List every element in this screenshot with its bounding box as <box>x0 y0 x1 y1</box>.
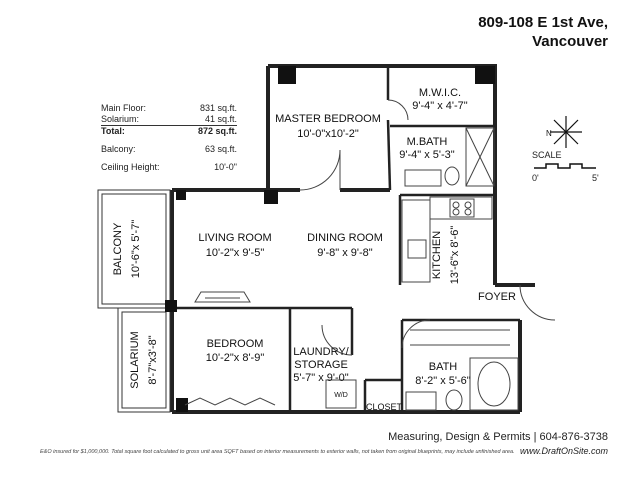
stat-value: 63 sq.ft. <box>204 144 237 154</box>
scale-title: SCALE <box>532 150 562 160</box>
interior-walls <box>172 66 520 412</box>
mwic-dims: 9'-4" x 4'-7" <box>412 100 468 112</box>
laundry-dims: 5'-7" x 9'-0" <box>293 372 349 384</box>
kitchen-dims: 13'-6"x 8'-6" <box>449 226 461 285</box>
stat-balcony: Balcony: 63 sq.ft. <box>101 144 237 155</box>
stat-total: Total: 872 sq.ft. <box>101 125 237 137</box>
compass: N <box>546 116 582 148</box>
address-line-2: Vancouver <box>532 33 608 50</box>
room-labels: MASTER BEDROOM 10'-0"x10'-2" M.W.I.C. 9'… <box>198 87 516 412</box>
bedroom-dims: 10'-2"x 8'-9" <box>206 352 265 364</box>
area-stats: Main Floor: 831 sq.ft. Solarium: 41 sq.f… <box>101 103 237 173</box>
balcony-outline <box>97 189 171 413</box>
stat-value: 872 sq.ft. <box>197 126 237 136</box>
dining-room-dims: 9'-8" x 9'-8" <box>317 247 373 259</box>
rotated-labels: BALCONY 10'-6"x 5'-7" SOLARIUM 8'-7"x3'-… <box>112 220 461 389</box>
stat-ceiling-height: Ceiling Height: 10'-0" <box>101 162 237 173</box>
stat-value: 831 sq.ft. <box>199 103 237 113</box>
balcony-dims: 10'-6"x 5'-7" <box>130 220 142 279</box>
balcony-label: BALCONY <box>112 222 124 275</box>
stat-label: Main Floor: <box>101 103 147 113</box>
laundry-label-2: STORAGE <box>294 359 348 371</box>
structural-columns <box>165 66 495 412</box>
scale-bar: SCALE 0' 5' <box>532 150 599 183</box>
north-label: N <box>546 129 552 138</box>
disclaimer-text: E&O insured for $1,000,000. Total square… <box>40 449 515 455</box>
kitchen-label: KITCHEN <box>431 231 443 279</box>
bath-label: BATH <box>429 361 458 373</box>
closet-label: CLOSET <box>366 402 403 412</box>
mbath-dims: 9'-4" x 5'-3" <box>399 149 455 161</box>
address-line-1: 809-108 E 1st Ave, <box>478 14 608 31</box>
website-link[interactable]: www.DraftOnSite.com <box>519 446 608 456</box>
north-arrow-icon <box>550 116 582 148</box>
solarium-dims: 8'-7"x3'-8" <box>147 335 159 384</box>
mbath-label: M.BATH <box>407 136 448 148</box>
stat-main-floor: Main Floor: 831 sq.ft. <box>101 103 237 114</box>
bath-dims: 8'-2" x 5'-6" <box>415 375 471 387</box>
scale-start: 0' <box>532 173 539 183</box>
master-bedroom-label: MASTER BEDROOM <box>275 113 381 125</box>
dining-room-label: DINING ROOM <box>307 232 383 244</box>
door-swings <box>299 99 556 356</box>
stat-label: Total: <box>101 126 125 136</box>
fixtures <box>184 127 519 411</box>
living-room-dims: 10'-2"x 9'-5" <box>206 247 265 259</box>
stat-label: Balcony: <box>101 144 136 154</box>
foyer-label: FOYER <box>478 291 516 303</box>
stat-solarium: Solarium: 41 sq.ft. <box>101 114 237 125</box>
scale-end: 5' <box>592 173 599 183</box>
stat-value: 41 sq.ft. <box>204 114 237 124</box>
laundry-label-1: LAUNDRY/ <box>293 346 349 358</box>
bedroom-label: BEDROOM <box>207 338 264 350</box>
living-room-label: LIVING ROOM <box>198 232 271 244</box>
master-bedroom-dims: 10'-0"x10'-2" <box>297 128 359 140</box>
solarium-label: SOLARIUM <box>129 331 141 388</box>
stat-label: Solarium: <box>101 114 140 124</box>
credit-line: Measuring, Design & Permits | 604-876-37… <box>388 431 608 443</box>
stat-value: 10'-0" <box>214 162 237 172</box>
stat-label: Ceiling Height: <box>101 162 160 172</box>
mwic-label: M.W.I.C. <box>419 87 461 99</box>
wd-label: W/D <box>334 392 348 399</box>
